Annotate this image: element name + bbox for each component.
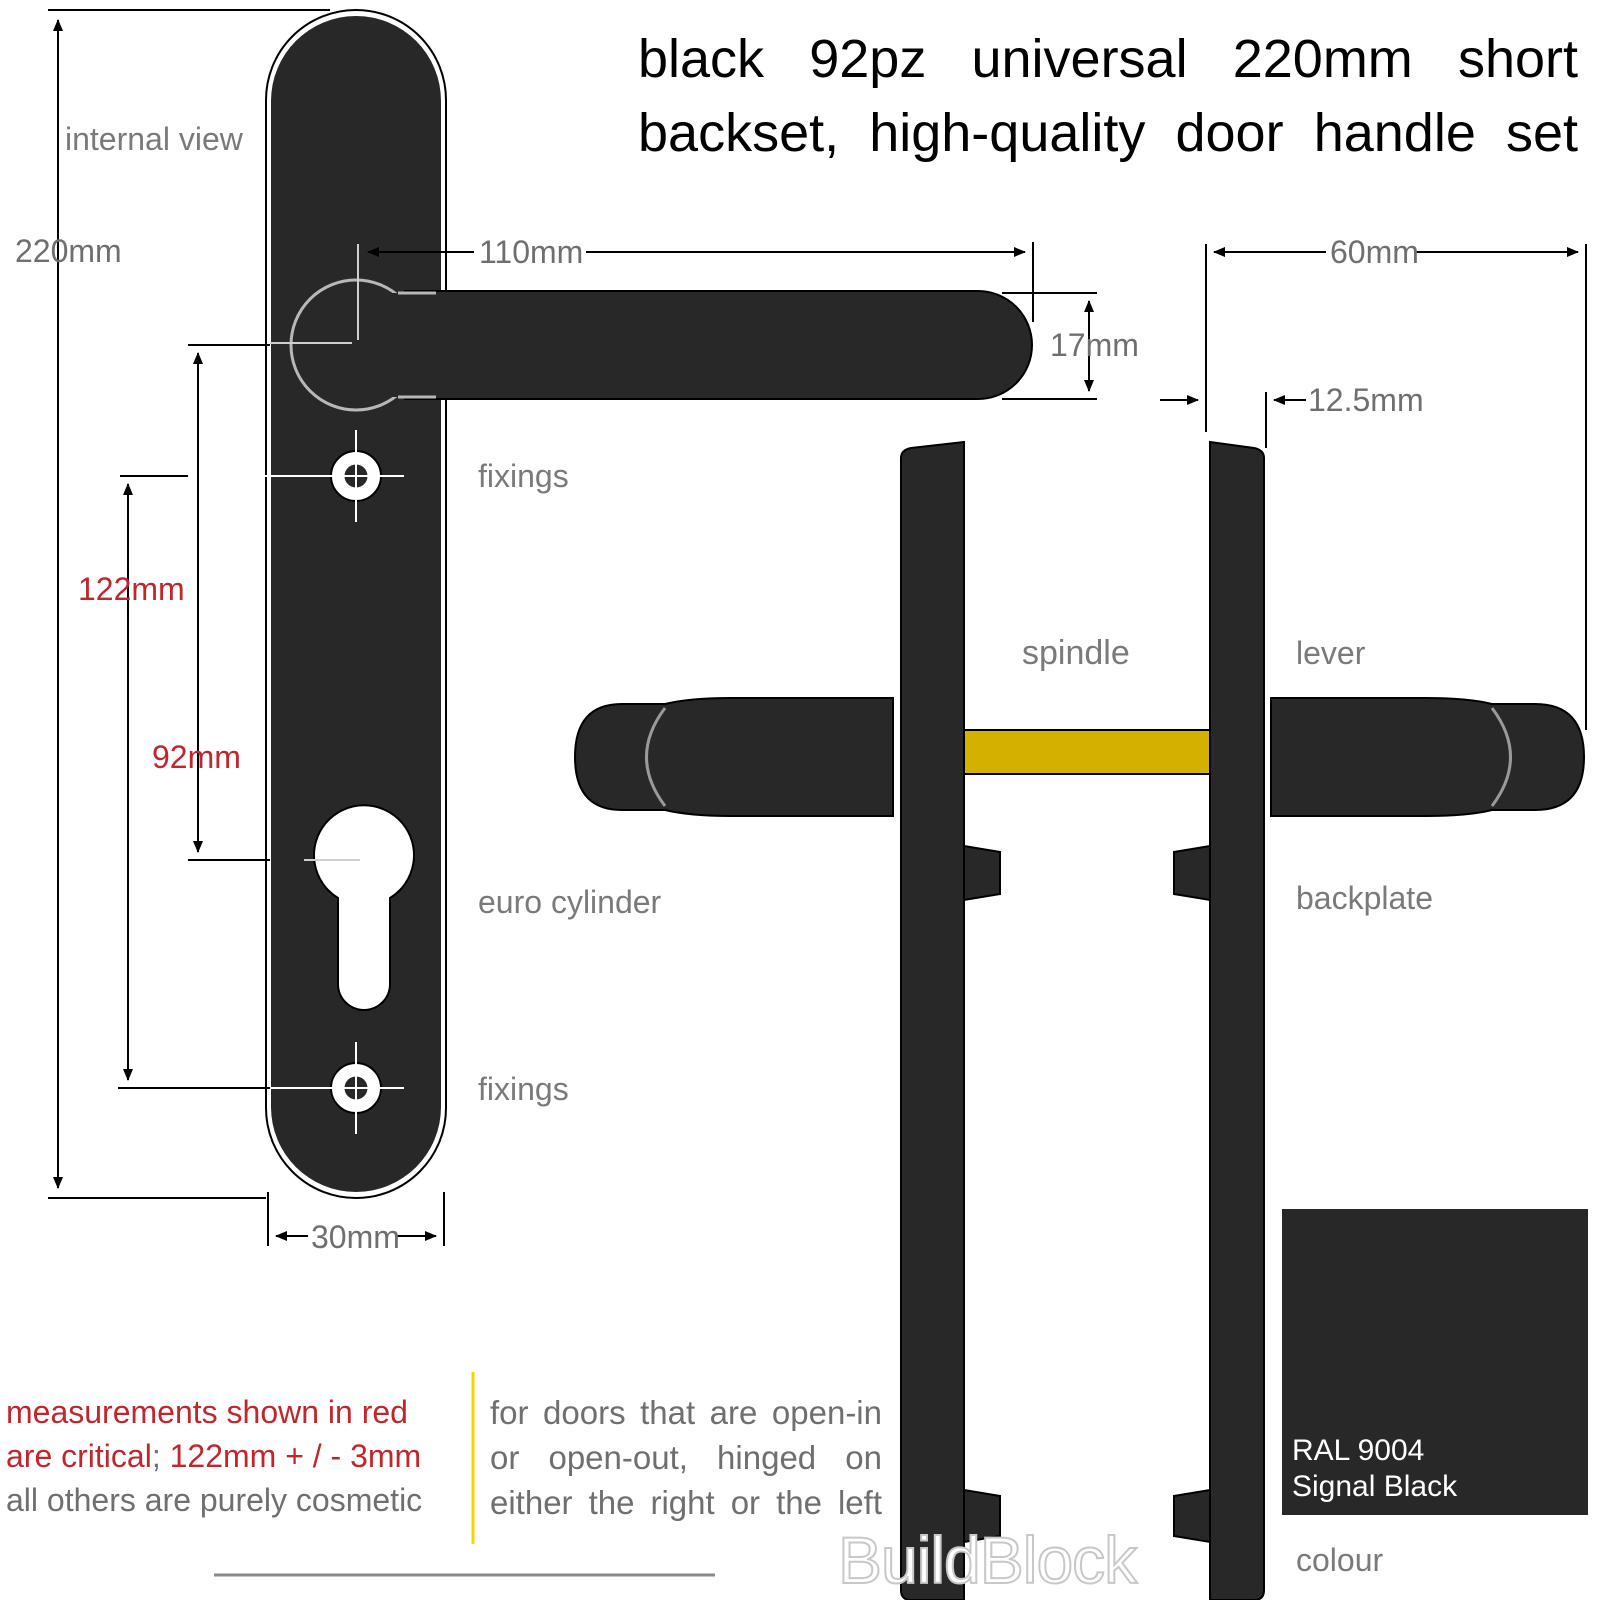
ral-name: Signal Black xyxy=(1292,1470,1458,1503)
fixing-top-hole xyxy=(206,430,404,522)
dim-projection-label: 60mm xyxy=(1330,234,1419,270)
spindle-label: spindle xyxy=(1022,634,1130,672)
dim-projection xyxy=(1205,244,1587,730)
dim-height xyxy=(48,9,330,1199)
dim-lever-length xyxy=(367,242,1034,322)
dim-pz-centres xyxy=(188,344,270,861)
fixings-top-label: fixings xyxy=(478,458,569,494)
colour-swatch-text: RAL 9004 Signal Black xyxy=(1292,1433,1457,1505)
critical-note-tolerance: 122mm + / - 3mm xyxy=(169,1438,422,1474)
euro-cylinder-label: euro cylinder xyxy=(478,884,662,920)
euro-cylinder-cutout xyxy=(304,804,415,1011)
door-note-line-2: or open-out, hinged on xyxy=(490,1439,882,1476)
title-line-1: black 92pz universal 220mm short xyxy=(638,29,1578,89)
cosmetic-note: all others are purely cosmetic xyxy=(6,1482,423,1518)
dim-plate-width-label: 30mm xyxy=(311,1219,400,1255)
critical-note-line-1: measurements shown in red xyxy=(6,1394,408,1430)
internal-view-label: internal view xyxy=(65,121,244,157)
door-note-line-1: for doors that are open-in xyxy=(490,1394,882,1431)
colour-swatch: RAL 9004 Signal Black xyxy=(1282,1209,1588,1515)
dim-pz-centres-label: 92mm xyxy=(152,739,241,775)
dim-plate-width xyxy=(267,1192,445,1246)
backplate-label: backplate xyxy=(1296,880,1433,916)
dim-plate-depth xyxy=(1160,392,1306,448)
side-left-backplate xyxy=(900,440,1001,1601)
critical-note: measurements shown in red are critical; … xyxy=(6,1390,458,1478)
lever-label: lever xyxy=(1296,635,1366,671)
door-note-line-3: either the right or the left xyxy=(490,1484,882,1521)
title-line-2: backset, high-quality door handle set xyxy=(638,103,1578,163)
colour-label: colour xyxy=(1296,1542,1384,1578)
spindle-bar xyxy=(963,729,1211,775)
dim-fixing-centres-label: 122mm xyxy=(78,571,185,607)
dim-plate-depth-label: 12.5mm xyxy=(1308,382,1424,418)
fixings-bottom-label: fixings xyxy=(478,1071,569,1107)
page-title: black 92pz universal 220mm short backset… xyxy=(638,22,1578,170)
dim-lever-thickness-label: 17mm xyxy=(1050,327,1139,363)
watermark-logo: BuildBlock xyxy=(837,1522,1138,1598)
ral-code: RAL 9004 xyxy=(1292,1434,1425,1467)
side-right-backplate xyxy=(1173,440,1265,1601)
dim-height-label: 220mm xyxy=(15,233,122,269)
front-lever xyxy=(270,244,1033,412)
side-right-lever xyxy=(1270,697,1586,817)
dim-lever-thickness xyxy=(1002,292,1097,400)
critical-note-line-2: are critical; 122mm + / - 3mm xyxy=(6,1434,458,1478)
door-compatibility-note: for doors that are open-in or open-out, … xyxy=(490,1390,882,1525)
critical-note-separator: ; xyxy=(151,1438,170,1474)
dim-fixing-centres xyxy=(118,475,270,1089)
critical-note-are-critical: are critical xyxy=(6,1438,152,1474)
front-backplate xyxy=(265,9,447,1199)
dim-lever-length-label: 110mm xyxy=(479,234,583,270)
side-left-lever xyxy=(573,697,894,817)
